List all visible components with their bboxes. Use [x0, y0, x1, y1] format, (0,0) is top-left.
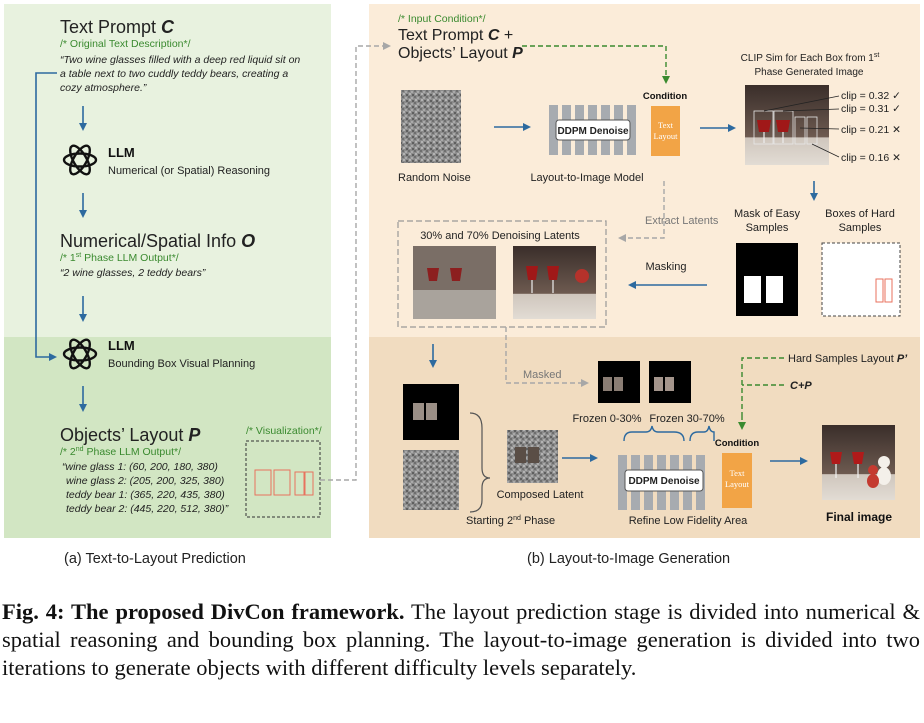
ddpm-denoise-label-bottom: DDPM Denoise [628, 476, 700, 487]
numerical-info-title: Numerical/Spatial Info O [60, 231, 255, 251]
vis-box-teddy-bear-1 [294, 471, 305, 496]
ddpm-block-bottom [618, 455, 705, 510]
input-text-prompt: Text Prompt C + [398, 27, 513, 44]
panel-a-label: (a) Text-to-Layout Prediction [64, 551, 246, 567]
panel-a-top-background [4, 4, 331, 337]
panel-a-bottom-background [4, 337, 331, 538]
layout-line-4: teddy bear 2: (445, 220, 512, 380)” [66, 503, 229, 515]
teddy-bear-icon [867, 456, 891, 488]
denoising-latents-label: 30% and 70% Denoising Latents [420, 230, 580, 242]
clip-value-1: clip = 0.32 ✓ [841, 90, 901, 102]
hard-layout-connector [741, 357, 784, 416]
condition-box-bottom [722, 453, 752, 508]
clip-title-line-2: Phase Generated Image [755, 67, 864, 78]
starting-noise-latent [403, 450, 459, 510]
refine-label: Refine Low Fidelity Area [629, 515, 748, 527]
masked-label: Masked [523, 369, 562, 381]
prompt-line-2: a table next to two cuddly teddy bears, … [60, 68, 288, 80]
layout-line-2: wine glass 2: (205, 200, 325, 380) [66, 475, 224, 487]
frozen-30-70-label: Frozen 30-70% [649, 413, 724, 425]
layout-to-image-model-label: Layout-to-Image Model [530, 172, 643, 184]
condition-layout-top: Layout [653, 131, 678, 141]
c-plus-p-label: C+P [790, 380, 812, 392]
caption-body: The layout prediction stage is divided i… [2, 599, 920, 680]
final-image-label: Final image [826, 510, 892, 524]
condition-box-top [651, 106, 680, 156]
random-noise-image [401, 90, 461, 163]
hard-boxes-image [821, 242, 901, 317]
starting-phase-label: Starting 2nd Phase [466, 515, 555, 527]
starting-bracket [469, 412, 491, 513]
mask-easy-label-2: Samples [746, 222, 789, 234]
input-to-condition-connector [522, 45, 670, 84]
objects-layout-title: Objects’ Layout P [60, 425, 201, 445]
llm-logo-icon [62, 338, 98, 370]
clip-value-4: clip = 0.16 ✕ [841, 152, 901, 164]
ddpm-block-top [549, 105, 636, 155]
hard-samples-layout-label: Hard Samples Layout P’ [788, 353, 908, 365]
extract-latents-connector [618, 181, 665, 242]
clip-value-3: clip = 0.21 ✕ [841, 124, 901, 136]
layout-visualization-box [245, 440, 321, 518]
prompt-line-1: “Two wine glasses filled with a deep red… [60, 54, 300, 66]
ddpm-denoise-label-top: DDPM Denoise [557, 126, 629, 137]
condition-text-top: Text [658, 120, 674, 130]
condition-text-bottom: Text [730, 468, 746, 478]
numerical-info-value: “2 wine glasses, 2 teddy bears” [60, 267, 206, 279]
clip-title-line-1: CLIP Sim for Each Box from 1st [741, 52, 880, 64]
wine-glass-icon [757, 120, 790, 143]
original-text-comment: /* Original Text Description*/ [60, 38, 191, 50]
boxes-hard-label-1: Boxes of Hard [825, 208, 895, 220]
frozen-0-30-label: Frozen 0-30% [572, 413, 641, 425]
visualization-comment: /* Visualization*/ [246, 425, 322, 437]
condition-layout-bottom: Layout [725, 479, 750, 489]
phase2-comment: /* 2nd Phase LLM Output*/ [60, 446, 181, 458]
caption-lead: Fig. 4: The proposed DivCon framework. [2, 599, 405, 624]
masked-connector [505, 327, 589, 387]
extract-latents-label: Extract Latents [645, 215, 719, 227]
text-prompt-title: Text Prompt C [60, 17, 175, 37]
llm1-label: LLM [108, 145, 135, 160]
masking-label: Masking [646, 261, 687, 273]
vis-box-teddy-bear-2 [304, 471, 314, 496]
prompt-line-3: cozy atmosphere.” [60, 82, 147, 94]
llm2-subtitle: Bounding Box Visual Planning [108, 358, 255, 370]
random-noise-label: Random Noise [398, 172, 471, 184]
vis-box-wine-glass-2 [273, 469, 291, 496]
llm2-label: LLM [108, 338, 135, 353]
llm-logo-icon [62, 144, 98, 176]
input-objects-layout: Objects’ Layout P [398, 45, 523, 62]
layout-to-input-connector [320, 42, 391, 481]
denoising-latents-box [397, 220, 607, 328]
vis-box-wine-glass-1 [254, 469, 272, 496]
composed-latent-label: Composed Latent [497, 489, 584, 501]
llm1-subtitle: Numerical (or Spatial) Reasoning [108, 165, 270, 177]
clip-value-2: clip = 0.31 ✓ [841, 103, 901, 115]
condition-label-bottom: Condition [715, 438, 760, 449]
panel-b-label: (b) Layout-to-Image Generation [527, 551, 730, 567]
figure-caption: Fig. 4: The proposed DivCon framework. T… [2, 598, 920, 682]
layout-line-1: “wine glass 1: (60, 200, 180, 380) [62, 461, 218, 473]
condition-label-top: Condition [643, 91, 688, 102]
boxes-hard-label-2: Samples [839, 222, 882, 234]
layout-line-3: teddy bear 1: (365, 220, 435, 380) [66, 489, 225, 501]
phase1-comment: /* 1st Phase LLM Output*/ [60, 252, 179, 264]
prompt-to-llm2-connector [35, 72, 57, 361]
input-condition-comment: /* Input Condition*/ [398, 13, 486, 25]
mask-easy-label-1: Mask of Easy [734, 208, 801, 220]
frozen-brackets [623, 425, 715, 442]
